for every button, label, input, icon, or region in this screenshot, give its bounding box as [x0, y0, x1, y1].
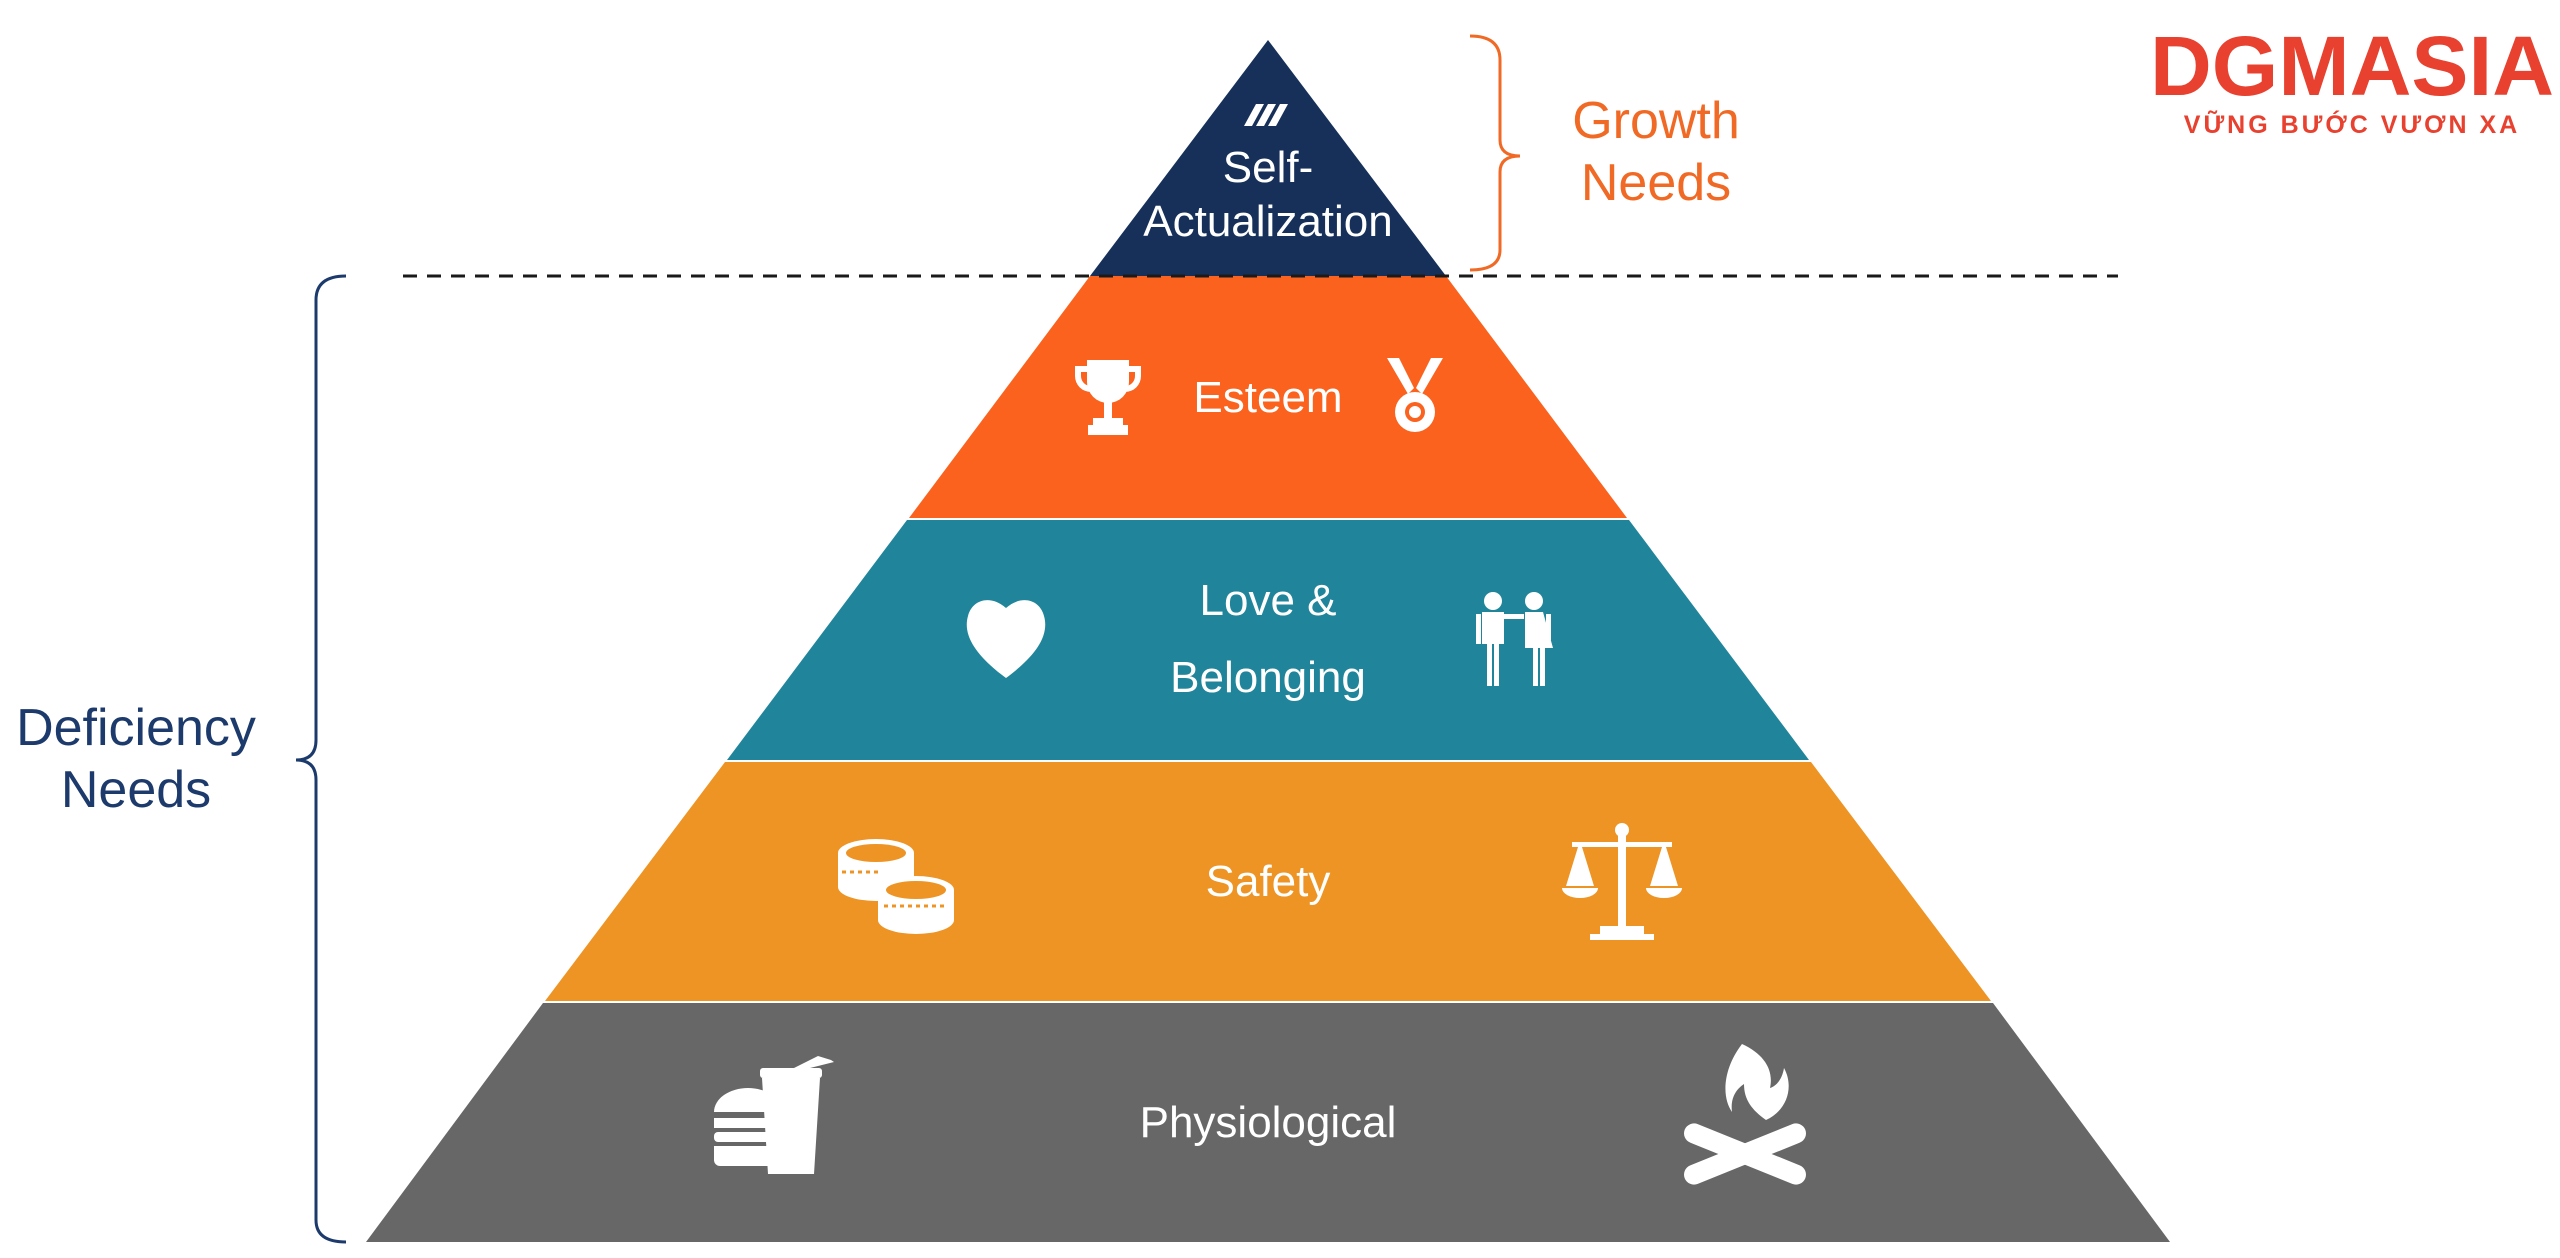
growth-needs-label-line1: Growth	[1572, 92, 1740, 150]
campfire-icon	[1684, 1044, 1806, 1185]
pencil-lines-icon	[1244, 104, 1288, 126]
love-belonging-label-line2: Belonging	[1170, 653, 1366, 702]
growth-needs-bracket	[1469, 34, 1521, 272]
tier-love-belonging	[727, 520, 1809, 760]
couple-icon	[1476, 592, 1553, 686]
esteem-label: Esteem	[1193, 373, 1342, 422]
heart-icon	[966, 600, 1046, 678]
trophy-icon	[1075, 360, 1141, 435]
tier-esteem	[909, 276, 1627, 518]
coins-icon	[838, 839, 954, 934]
logo-brand: DGMASIA	[2150, 19, 2554, 113]
dgmasia-logo: DGMASIA VỮNG BƯỚC VƯƠN XA	[2150, 19, 2554, 139]
safety-label: Safety	[1206, 857, 1331, 906]
tier-safety	[545, 762, 1991, 1001]
scales-icon	[1562, 823, 1682, 940]
tier-self-actualization	[1090, 40, 1446, 276]
burger-drink-icon	[714, 1056, 834, 1174]
self-actualization-label-line1: Self-	[1223, 143, 1313, 192]
logo-tagline: VỮNG BƯỚC VƯƠN XA	[2184, 109, 2520, 139]
physiological-label: Physiological	[1140, 1098, 1397, 1147]
deficiency-needs-label-line1: Deficiency	[16, 699, 256, 757]
deficiency-needs-bracket	[295, 274, 347, 1244]
growth-needs-label-line2: Needs	[1581, 154, 1731, 212]
love-belonging-label-line1: Love &	[1200, 576, 1337, 625]
self-actualization-label-line2: Actualization	[1143, 197, 1392, 246]
deficiency-needs-label-line2: Needs	[61, 761, 211, 819]
medal-icon	[1387, 358, 1443, 432]
